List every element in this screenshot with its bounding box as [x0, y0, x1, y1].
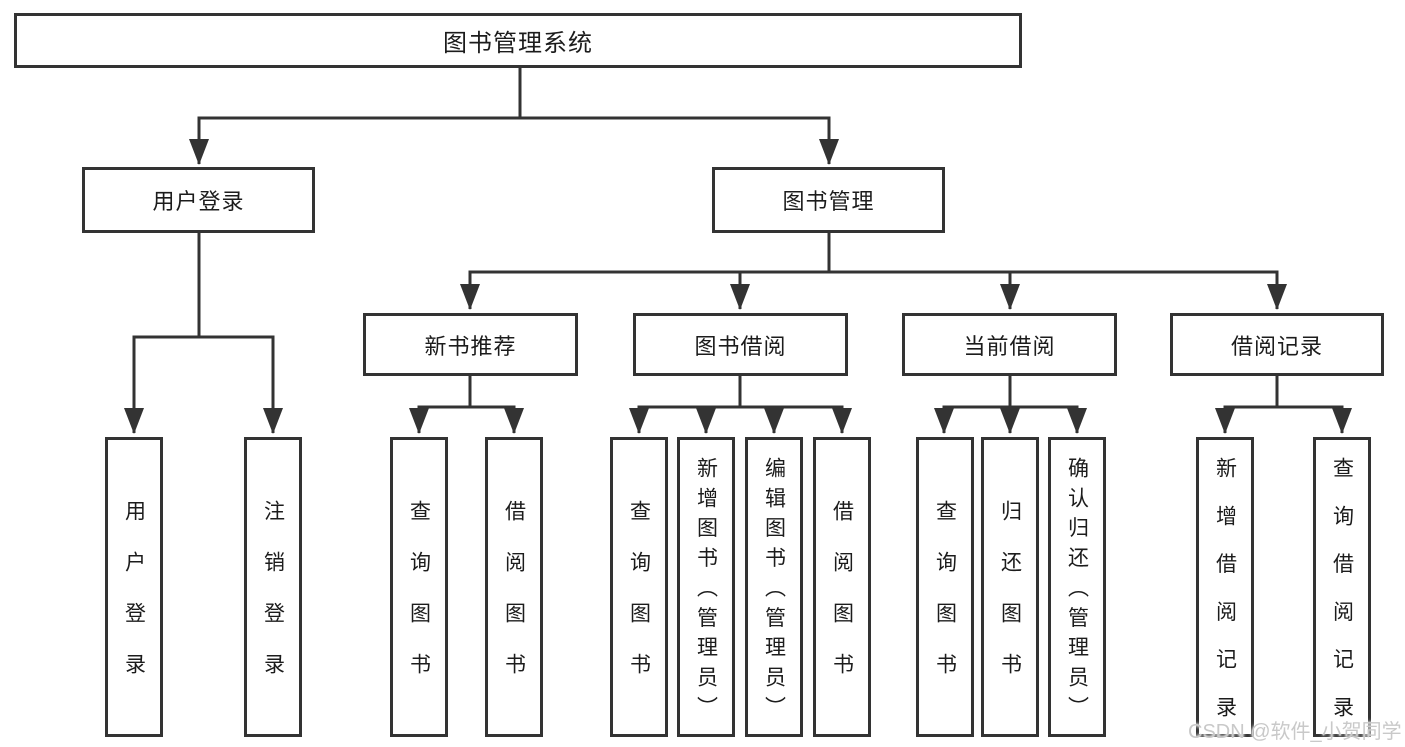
node-borrow-records: 借阅记录 — [1170, 313, 1384, 376]
leaf-borrow-books-2-label: 借阅图书 — [830, 500, 854, 704]
csdn-watermark: CSDN @软件_小贺同学 — [1188, 721, 1402, 743]
leaf-add-books-admin-label: 新增图书（管理员） — [694, 457, 718, 726]
node-book-borrow: 图书借阅 — [633, 313, 848, 376]
leaf-query-books-3: 查询图书 — [916, 437, 974, 737]
leaf-edit-books-admin: 编辑图书（管理员） — [745, 437, 803, 737]
node-book-borrow-label: 图书借阅 — [694, 333, 787, 359]
leaf-add-borrow-record: 新增借阅记录 — [1196, 437, 1254, 744]
leaf-borrow-books-2: 借阅图书 — [813, 437, 871, 737]
leaf-query-books-1-label: 查询图书 — [407, 500, 431, 704]
leaf-user-login: 用户登录 — [105, 437, 163, 737]
node-new-book-recommend: 新书推荐 — [363, 313, 578, 376]
leaf-user-login-label: 用户登录 — [122, 500, 146, 704]
node-user-login: 用户登录 — [82, 167, 315, 233]
node-book-management-label: 图书管理 — [782, 189, 875, 214]
leaf-query-books-2-label: 查询图书 — [627, 500, 651, 704]
leaf-query-borrow-record: 查询借阅记录 — [1313, 437, 1371, 744]
leaf-borrow-books-1-label: 借阅图书 — [502, 500, 526, 704]
node-user-login-label: 用户登录 — [152, 189, 245, 214]
node-root-system: 图书管理系统 — [14, 13, 1022, 68]
leaf-add-borrow-record-label: 新增借阅记录 — [1213, 456, 1237, 744]
leaf-add-books-admin: 新增图书（管理员） — [677, 437, 735, 737]
leaf-return-books-label: 归还图书 — [998, 500, 1022, 704]
leaf-query-books-1: 查询图书 — [390, 437, 448, 737]
node-borrow-records-label: 借阅记录 — [1230, 333, 1323, 359]
node-book-management: 图书管理 — [712, 167, 945, 233]
leaf-query-books-3-label: 查询图书 — [933, 500, 957, 704]
node-current-borrow-label: 当前借阅 — [963, 333, 1056, 359]
leaf-return-books: 归还图书 — [981, 437, 1039, 737]
leaf-logout-label: 注销登录 — [261, 500, 285, 704]
leaf-logout: 注销登录 — [244, 437, 302, 737]
node-current-borrow: 当前借阅 — [902, 313, 1117, 376]
node-new-book-recommend-label: 新书推荐 — [424, 333, 517, 359]
node-root-label: 图书管理系统 — [443, 30, 593, 57]
leaf-borrow-books-1: 借阅图书 — [485, 437, 543, 737]
leaf-query-borrow-record-label: 查询借阅记录 — [1330, 456, 1354, 744]
leaf-query-books-2: 查询图书 — [610, 437, 668, 737]
leaf-confirm-return-admin-label: 确认归还（管理员） — [1065, 457, 1089, 726]
leaf-edit-books-admin-label: 编辑图书（管理员） — [762, 457, 786, 726]
leaf-confirm-return-admin: 确认归还（管理员） — [1048, 437, 1106, 737]
